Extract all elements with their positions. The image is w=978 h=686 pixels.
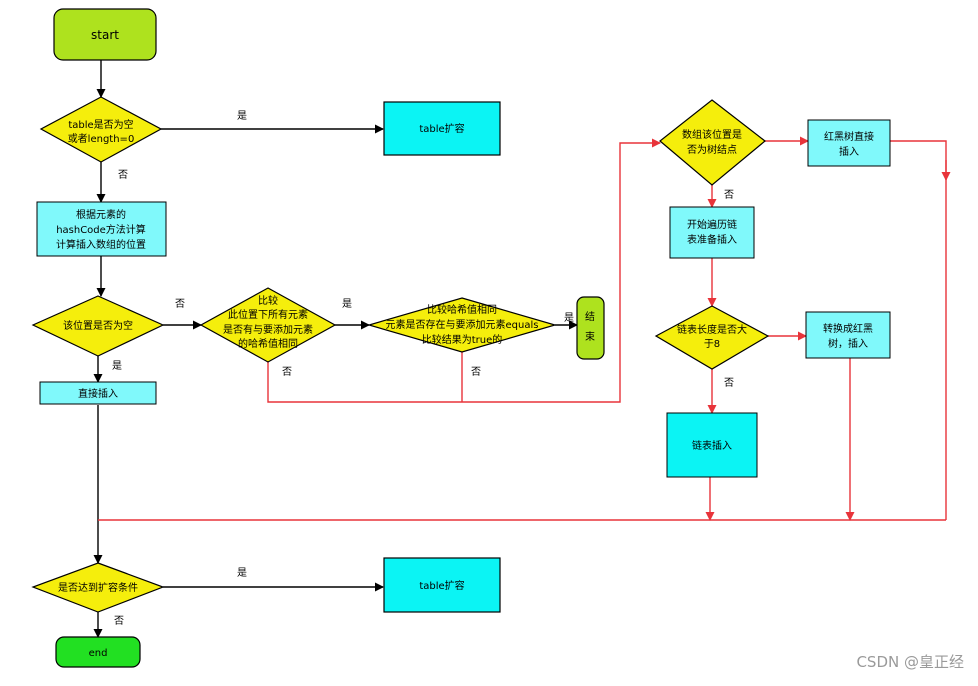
yes-label-equals: 是 (564, 312, 574, 324)
list-len-label-2: 于8 (704, 339, 720, 350)
start-node (53, 8, 157, 61)
direct-insert-label: 直接插入 (78, 387, 118, 400)
need-resize-decision (31, 562, 165, 613)
black-connectors (93, 60, 578, 638)
edge-compare-no-merge (267, 138, 661, 403)
table-empty-decision (39, 96, 163, 163)
end-box-label-2: 束 (585, 331, 595, 343)
rbtree-insert-label-2: 插入 (839, 145, 859, 158)
no-label-resize: 否 (114, 615, 124, 627)
direct-insert-box (39, 381, 157, 405)
is-tree-label-1: 数组该位置是 (682, 128, 742, 141)
no-label-table: 否 (118, 169, 128, 181)
compute-pos-label-2: hashCode方法计算 (56, 223, 146, 236)
compare-equals-label-1: 比较哈希值相同 (427, 303, 497, 316)
end-node (55, 636, 141, 668)
pos-empty-label: 该位置是否为空 (63, 319, 133, 332)
is-tree-label-2: 否为树结点 (687, 143, 737, 156)
end-box-label-1: 结 (585, 310, 595, 323)
resize-top-label: table扩容 (419, 122, 464, 135)
rbtree-insert-box (807, 119, 891, 167)
table-empty-label-1: table是否为空 (68, 118, 133, 131)
to-rbtree-label-2: 树，插入 (828, 337, 868, 350)
no-label-equals: 否 (471, 366, 481, 378)
to-rbtree-box (805, 311, 891, 359)
yes-label-pos: 是 (112, 360, 122, 372)
need-resize-label: 是否达到扩容条件 (58, 581, 138, 594)
end-box-small (576, 296, 605, 360)
pos-empty-decision (31, 295, 165, 357)
edge-rbtree-out (890, 140, 947, 520)
compute-pos-label-3: 计算插入数组的位置 (56, 238, 146, 251)
compare-label-4: 的哈希值相同 (238, 337, 298, 350)
resize-top-box (383, 101, 501, 156)
yes-label-resize: 是 (237, 567, 247, 579)
compare-equals-label-3: 比较结果为true的 (422, 333, 503, 346)
start-label: start (91, 28, 119, 42)
no-label-compare: 否 (282, 366, 292, 378)
compare-decision (199, 287, 337, 363)
end-label: end (89, 648, 108, 659)
compute-pos-label-1: 根据元素的 (76, 208, 126, 221)
rbtree-insert-label-1: 红黑树直接 (824, 130, 874, 143)
no-label-tree: 否 (724, 189, 734, 201)
list-insert-box (666, 412, 758, 478)
resize-bottom-label: table扩容 (419, 579, 464, 592)
compare-label-1: 比较 (258, 294, 278, 307)
compare-label-3: 是否有与要添加元素 (223, 323, 313, 336)
compute-pos-box (36, 201, 167, 257)
traverse-list-box (669, 206, 755, 259)
red-connectors (98, 136, 951, 521)
traverse-list-label-1: 开始遍历链 (687, 218, 737, 231)
compare-equals-label-2: 元素是否存在与要添加元素equals (386, 318, 539, 331)
is-tree-decision (659, 99, 766, 186)
traverse-list-label-2: 表准备插入 (687, 233, 737, 246)
list-insert-label: 链表插入 (692, 439, 732, 452)
resize-bottom-box (383, 557, 501, 613)
compare-equals-decision (366, 297, 558, 353)
compare-label-2: 此位置下所有元素 (228, 308, 308, 321)
list-len-label-1: 链表长度是否大 (677, 323, 747, 336)
watermark: CSDN @皇正经 (856, 653, 964, 671)
table-empty-label-2: 或者length=0 (68, 133, 135, 145)
yes-label-table: 是 (237, 110, 247, 122)
no-label-pos: 否 (175, 298, 185, 310)
yes-label-compare: 是 (342, 298, 352, 310)
to-rbtree-label-1: 转换成红黑 (823, 322, 873, 335)
list-len-decision (654, 305, 770, 370)
no-label-len: 否 (724, 377, 734, 389)
